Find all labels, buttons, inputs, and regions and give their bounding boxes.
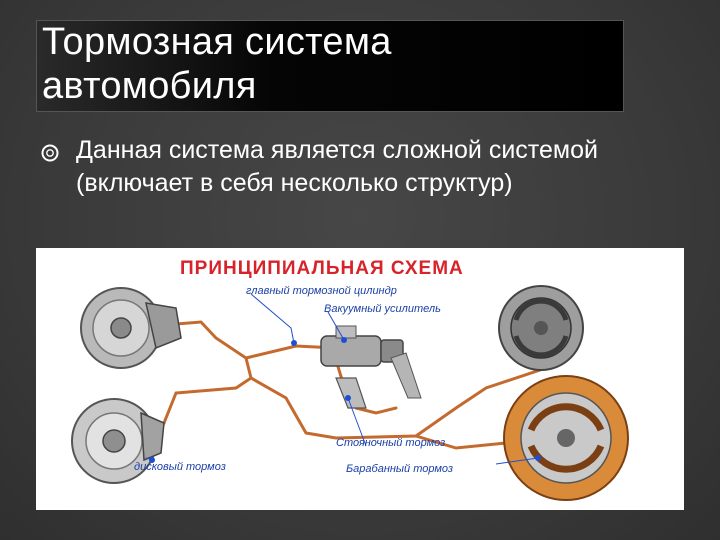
parking-brake-lever (335, 377, 367, 409)
diagram-heading: ПРИНЦИПИАЛЬНАЯ СХЕМА (180, 258, 464, 279)
brake-system-diagram: ПРИНЦИПИАЛЬНАЯ СХЕМА (36, 248, 684, 510)
rear-disc-brake (71, 398, 165, 484)
bullet-text: Данная система является сложной системой… (76, 136, 598, 197)
lower-drum-brake (503, 375, 629, 501)
diagram-canvas: ПРИНЦИПИАЛЬНАЯ СХЕМА (71, 258, 629, 501)
upper-drum-brake (498, 285, 584, 371)
label-drum-brake: Барабанный тормоз (346, 463, 453, 475)
bullet-ring-icon (41, 144, 59, 162)
label-disc-brake: дисковый тормоз (134, 461, 226, 473)
label-vacuum-booster: Вакуумный усилитель (324, 303, 441, 315)
pointer-lines (145, 293, 539, 465)
pointer-dots (149, 337, 541, 463)
label-master-cylinder: главный тормозной цилиндр (246, 285, 397, 297)
front-disc-brake (80, 287, 182, 369)
slide-title: Тормозная система автомобиля (42, 21, 392, 107)
label-parking-brake: Стояночный тормоз (336, 437, 445, 449)
master-cylinder-assembly (320, 325, 422, 399)
title-bar (36, 20, 624, 112)
